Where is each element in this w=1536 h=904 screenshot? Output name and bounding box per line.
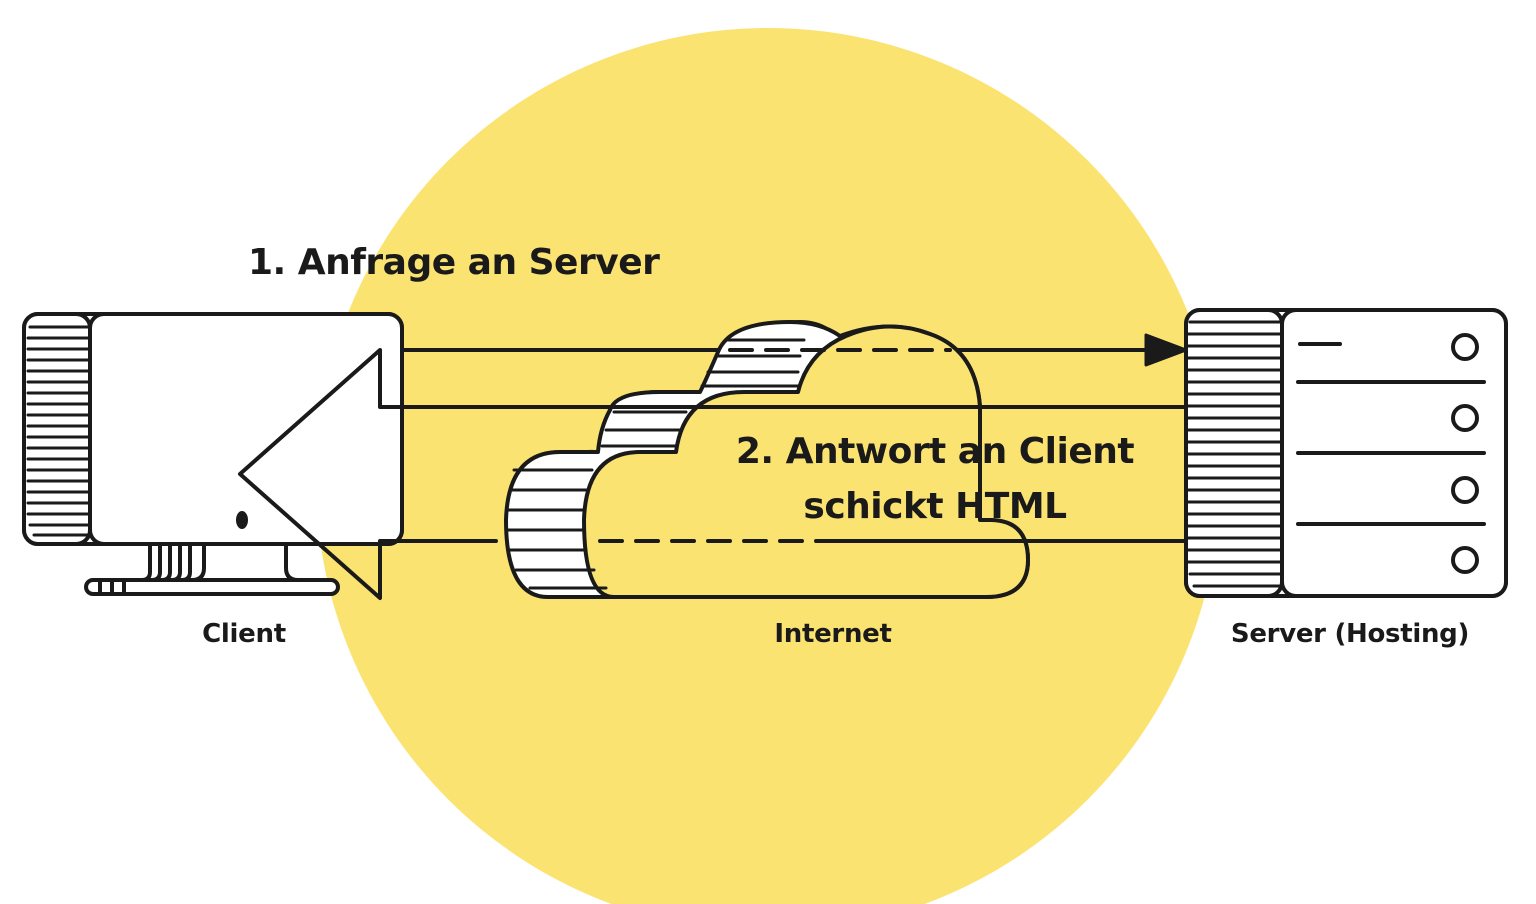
request-label: 1. Anfrage an Server (248, 242, 660, 283)
arrowhead-right-icon (1144, 333, 1188, 367)
response-arrow (238, 348, 1188, 600)
internet-label: Internet (774, 619, 892, 649)
client-label: Client (202, 619, 286, 649)
server-icon (1184, 308, 1508, 598)
response-label-line1: 2. Antwort an Client (735, 431, 1135, 472)
server-label: Server (Hosting) (1230, 619, 1470, 649)
computer-icon (22, 312, 404, 596)
cloud-icon (504, 320, 1030, 599)
response-label-line2: schickt HTML (803, 486, 1067, 527)
response-label: 2. Antwort an Client schickt HTML (700, 424, 1170, 534)
